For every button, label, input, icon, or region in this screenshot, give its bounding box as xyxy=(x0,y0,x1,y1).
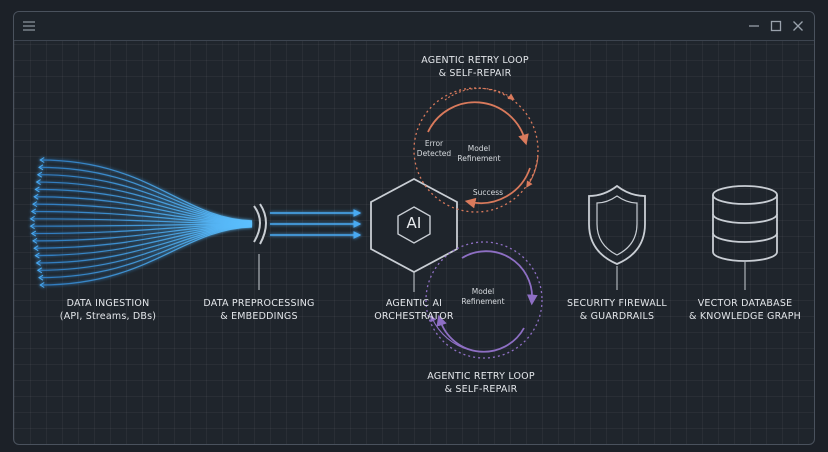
bottom-retry-loop xyxy=(425,241,543,359)
top-retry-loop xyxy=(413,87,539,213)
ai-badge-text: AI xyxy=(406,214,422,232)
ingestion-arrowhead xyxy=(29,215,35,222)
embedding-flow-arrows xyxy=(270,209,362,239)
preprocessing-lens-icon xyxy=(253,203,267,290)
ingestion-stream-line xyxy=(37,174,253,223)
ingestion-stream-line xyxy=(36,181,253,223)
ingestion-stream-line xyxy=(38,226,253,279)
title-bar xyxy=(14,12,814,41)
ingestion-stream-line xyxy=(32,203,253,224)
ingestion-stream-line xyxy=(34,196,253,224)
ingestion-arrowhead xyxy=(38,164,44,171)
model-refinement-top-label: Model Refinement xyxy=(457,144,501,163)
ingestion-stream-line xyxy=(31,223,253,235)
ingestion-stream-line xyxy=(34,224,253,249)
ai-hexagon-icon xyxy=(370,177,458,292)
ingestion-arrowhead xyxy=(35,179,41,185)
orchestrator-label: AGENTIC AI ORCHESTRATOR xyxy=(374,298,454,322)
ingestion-arrowhead xyxy=(35,260,41,266)
ingestion-stream-line xyxy=(40,226,253,286)
database-icon xyxy=(712,185,778,290)
ingestion-arrowhead xyxy=(30,208,37,215)
retry-loop-bottom-title: AGENTIC RETRY LOOP & SELF-REPAIR xyxy=(427,371,535,395)
ingestion-stream-line xyxy=(36,225,253,264)
vector-database-label: VECTOR DATABASE & KNOWLEDGE GRAPH xyxy=(689,298,801,322)
ingestion-streams xyxy=(29,157,253,288)
ingestion-arrowhead xyxy=(39,157,45,163)
ingestion-arrowhead xyxy=(32,237,38,244)
ingestion-arrowhead xyxy=(38,274,44,281)
ingestion-arrowhead xyxy=(34,252,40,259)
shield-icon xyxy=(588,184,646,290)
ingestion-arrowhead xyxy=(39,282,45,288)
ingestion-stream-line xyxy=(30,223,253,227)
ingestion-arrowhead xyxy=(33,193,39,200)
ingestion-stream-line xyxy=(37,225,253,271)
success-label: Success xyxy=(472,188,504,197)
ingestion-arrowhead xyxy=(30,230,37,237)
minimize-icon[interactable] xyxy=(748,20,760,32)
close-icon[interactable] xyxy=(792,20,804,32)
ingestion-stream-line xyxy=(35,224,253,257)
ingestion-stream-line xyxy=(40,159,253,222)
ingestion-stream-line xyxy=(31,210,253,224)
error-detected-label: Error Detected xyxy=(416,139,452,158)
ingestion-arrowhead xyxy=(33,245,39,252)
ingestion-arrowhead xyxy=(36,171,43,178)
ingestion-arrowhead xyxy=(29,223,35,230)
model-refinement-bottom-label: Model Refinement xyxy=(461,287,505,306)
security-firewall-label: SECURITY FIREWALL & GUARDRAILS xyxy=(567,298,667,322)
data-preprocessing-label: DATA PREPROCESSING & EMBEDDINGS xyxy=(203,298,315,322)
ingestion-stream-line xyxy=(30,218,253,225)
ingestion-arrowhead xyxy=(32,201,38,208)
ingestion-stream-line xyxy=(35,188,253,223)
ingestion-stream-line xyxy=(32,224,253,242)
maximize-icon[interactable] xyxy=(770,20,782,32)
ingestion-arrowhead xyxy=(36,267,43,274)
menu-icon[interactable] xyxy=(23,21,35,31)
ingestion-arrowhead xyxy=(34,186,40,193)
data-ingestion-label: DATA INGESTION (API, Streams, DBs) xyxy=(59,298,157,322)
retry-loop-top-title: AGENTIC RETRY LOOP & SELF-REPAIR xyxy=(421,55,529,79)
ingestion-stream-line xyxy=(38,166,253,222)
